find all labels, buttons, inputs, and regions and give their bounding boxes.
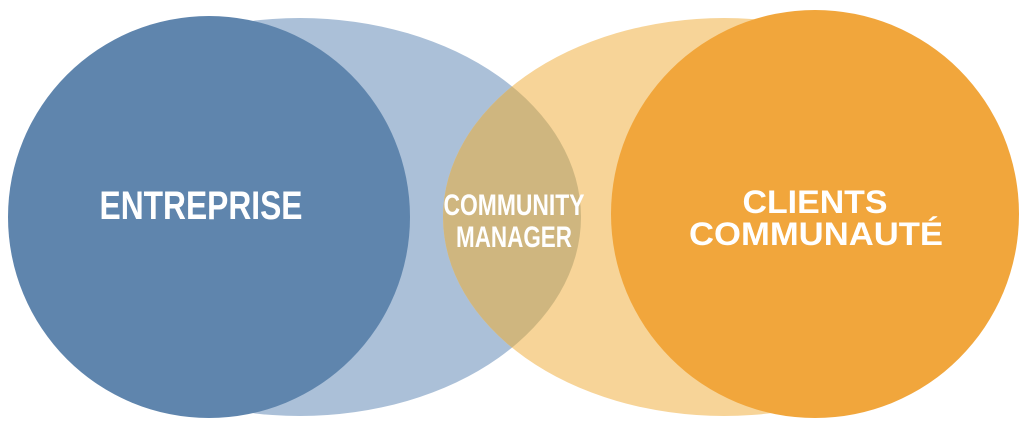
entreprise-circle [8, 16, 410, 418]
community-manager-label-line1: COMMUNITY [444, 189, 585, 222]
clients-circle [611, 10, 1019, 418]
entreprise-label: ENTREPRISE [100, 184, 303, 228]
community-manager-label-line2: MANAGER [456, 221, 572, 254]
clients-label-line2: COMMUNAUTÉ [689, 216, 943, 252]
clients-label-line1: CLIENTS [743, 184, 888, 220]
